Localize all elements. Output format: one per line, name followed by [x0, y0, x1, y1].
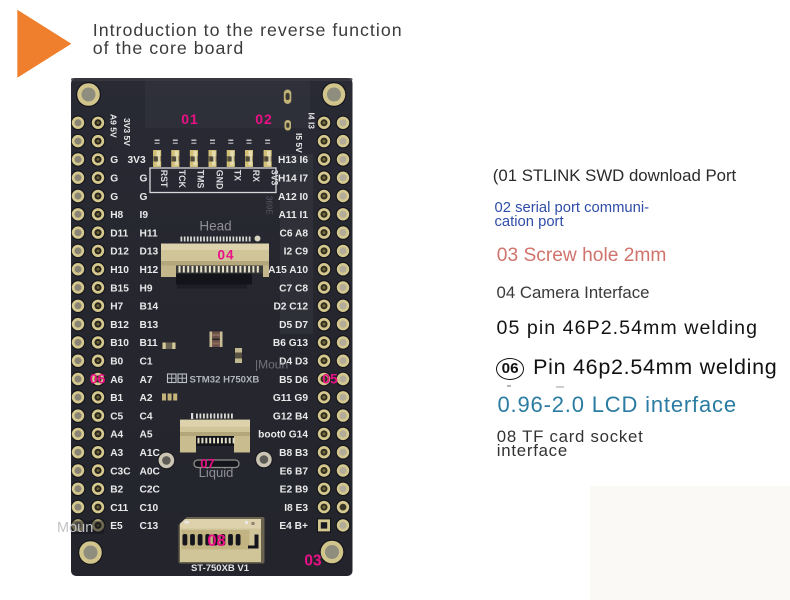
- svg-text:Liquid: Liquid: [199, 465, 234, 480]
- svg-text:A4: A4: [110, 430, 123, 441]
- svg-text:B6 G13: B6 G13: [273, 338, 308, 349]
- svg-text:A0C: A0C: [140, 466, 161, 477]
- svg-text:B15: B15: [110, 283, 129, 294]
- svg-text:02: 02: [255, 111, 273, 127]
- svg-text:C6 A8: C6 A8: [280, 228, 309, 239]
- svg-text:D12: D12: [110, 247, 129, 258]
- svg-text:G: G: [140, 174, 148, 185]
- svg-text:B12: B12: [110, 320, 129, 331]
- svg-text:D4 D3: D4 D3: [279, 357, 308, 368]
- svg-text:A1C: A1C: [140, 448, 161, 459]
- svg-text:H10: H10: [110, 265, 129, 276]
- svg-text:G: G: [110, 155, 118, 166]
- svg-text:3V3: 3V3: [269, 170, 279, 186]
- svg-text:I4 I3: I4 I3: [307, 113, 317, 130]
- svg-text:A12 I0: A12 I0: [278, 192, 308, 203]
- svg-text:boot0 G14: boot0 G14: [258, 430, 308, 441]
- svg-text:G11 G9: G11 G9: [273, 393, 308, 404]
- svg-text:08: 08: [207, 532, 225, 550]
- svg-text:I2 C9: I2 C9: [284, 247, 309, 258]
- svg-text:Head: Head: [199, 219, 231, 234]
- svg-text:G12 B4: G12 B4: [273, 411, 308, 422]
- svg-text:C4: C4: [140, 411, 153, 422]
- svg-text:3V3 5V: 3V3 5V: [122, 118, 132, 146]
- svg-text:D11: D11: [110, 228, 128, 239]
- svg-text:C1: C1: [140, 357, 153, 368]
- svg-text:H13 I6: H13 I6: [278, 155, 308, 166]
- svg-text:06: 06: [90, 371, 106, 387]
- svg-text:E4 B+: E4 B+: [279, 521, 308, 532]
- svg-text:I5 5V: I5 5V: [294, 133, 304, 153]
- svg-text:B0: B0: [110, 357, 123, 368]
- svg-text:C10: C10: [140, 503, 159, 514]
- svg-text:A7: A7: [140, 375, 153, 386]
- svg-text:B2: B2: [110, 485, 123, 496]
- svg-text:B8 B3: B8 B3: [279, 448, 308, 459]
- svg-text:H7: H7: [110, 302, 123, 313]
- svg-text:B1: B1: [110, 393, 123, 404]
- svg-text:H11: H11: [140, 228, 158, 239]
- svg-text:C2C: C2C: [140, 485, 161, 496]
- svg-text:G: G: [110, 192, 118, 203]
- svg-text:E2 B9: E2 B9: [280, 485, 309, 496]
- svg-text:03: 03: [304, 553, 322, 570]
- svg-text:ST-750XB V1: ST-750XB V1: [191, 563, 250, 574]
- svg-text:G: G: [140, 192, 148, 203]
- svg-text:C3C: C3C: [110, 466, 131, 477]
- svg-text:D13: D13: [140, 247, 159, 258]
- svg-text:A5: A5: [140, 430, 153, 441]
- svg-text:B11: B11: [140, 338, 158, 349]
- svg-text:A9 5V: A9 5V: [109, 114, 119, 138]
- svg-text:A6: A6: [110, 375, 123, 386]
- svg-text:3V3: 3V3: [128, 155, 146, 166]
- svg-text:A11 I1: A11 I1: [279, 210, 309, 221]
- svg-text:RX: RX: [251, 170, 261, 182]
- svg-text:H14 I7: H14 I7: [278, 174, 308, 185]
- svg-text:TX: TX: [233, 170, 243, 181]
- svg-text:TMS: TMS: [196, 170, 206, 189]
- svg-text:B10: B10: [110, 338, 129, 349]
- svg-text:I9: I9: [140, 210, 149, 221]
- svg-text:H12: H12: [140, 265, 159, 276]
- svg-text:B13: B13: [140, 320, 159, 331]
- svg-text:C5: C5: [110, 411, 123, 422]
- svg-text:E6 B7: E6 B7: [280, 466, 309, 477]
- svg-text:369E: 369E: [265, 196, 274, 215]
- svg-text:07: 07: [200, 456, 214, 471]
- svg-text:I8 E3: I8 E3: [284, 503, 308, 514]
- svg-text:GND: GND: [214, 170, 224, 190]
- svg-text:|Moun: |Moun: [255, 358, 288, 372]
- svg-text:B5 D6: B5 D6: [279, 375, 308, 386]
- svg-text:05: 05: [322, 371, 338, 387]
- svg-text:H9: H9: [140, 283, 153, 294]
- svg-text:B14: B14: [140, 302, 159, 313]
- svg-text:A2: A2: [140, 393, 153, 404]
- svg-text:D5 D7: D5 D7: [279, 320, 308, 331]
- svg-text:01: 01: [181, 111, 199, 127]
- svg-text:C7 C8: C7 C8: [279, 283, 308, 294]
- svg-text:D2 C12: D2 C12: [273, 302, 308, 313]
- svg-text:TCK: TCK: [177, 170, 187, 189]
- svg-text:RST: RST: [159, 170, 169, 188]
- svg-text:C13: C13: [140, 521, 159, 532]
- svg-text:E5: E5: [110, 521, 123, 532]
- svg-text:04: 04: [217, 248, 234, 263]
- svg-text:H8: H8: [110, 210, 123, 221]
- svg-text:C11: C11: [110, 503, 128, 514]
- svg-text:A15 A10: A15 A10: [268, 265, 308, 276]
- svg-text:G: G: [110, 174, 118, 185]
- svg-text:A3: A3: [110, 448, 123, 459]
- svg-text:STM32 H750XB: STM32 H750XB: [190, 375, 260, 386]
